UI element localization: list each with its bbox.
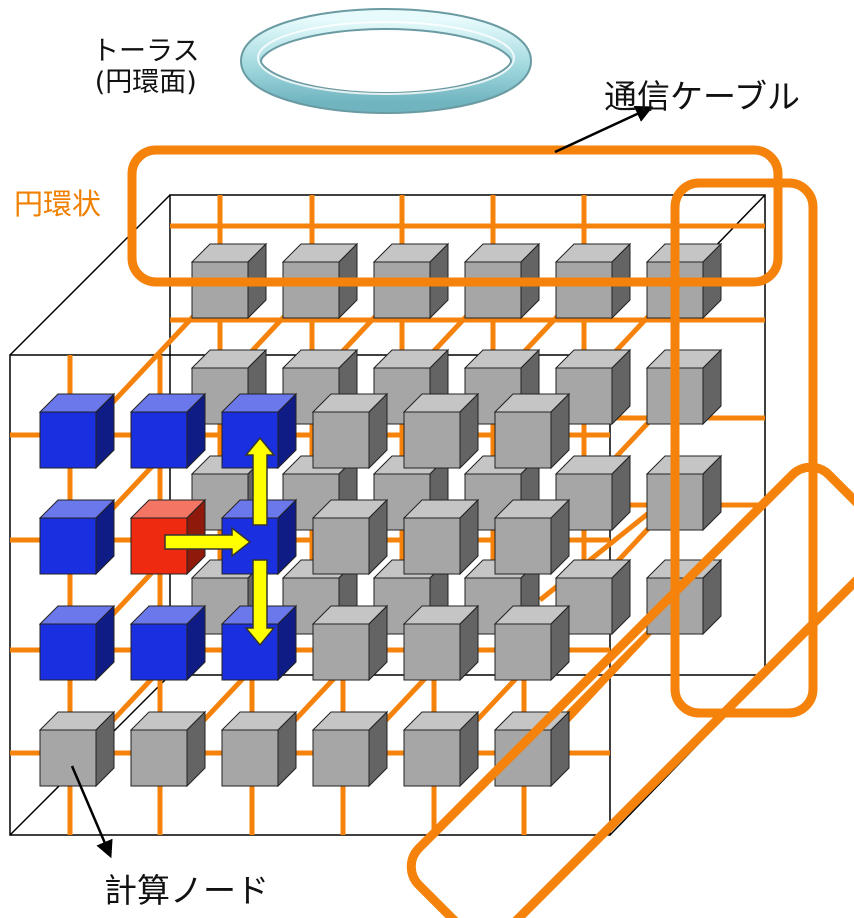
node-front-face bbox=[403, 411, 461, 469]
compute-node bbox=[129, 392, 207, 470]
node-front-face bbox=[403, 623, 461, 681]
compute-node bbox=[645, 558, 723, 636]
compute-node bbox=[463, 242, 541, 320]
node-front-face bbox=[312, 623, 370, 681]
torus-icon bbox=[240, 8, 532, 114]
node-front-face bbox=[494, 623, 552, 681]
compute-node bbox=[402, 498, 480, 576]
torus-label-line1: トーラス bbox=[92, 36, 200, 67]
ring-label: 円環状 bbox=[14, 187, 102, 221]
cable-label: 通信ケーブル bbox=[604, 77, 801, 116]
compute-node bbox=[645, 348, 723, 426]
compute-node bbox=[372, 242, 450, 320]
routing-arrows bbox=[164, 436, 276, 647]
compute-node bbox=[554, 348, 632, 426]
node-label: 計算ノード bbox=[104, 871, 269, 910]
node-front-face bbox=[39, 517, 97, 575]
compute-nodes bbox=[38, 242, 723, 788]
compute-node bbox=[129, 604, 207, 682]
node-front-face bbox=[494, 517, 552, 575]
compute-node bbox=[311, 604, 389, 682]
compute-node bbox=[402, 604, 480, 682]
compute-node bbox=[493, 392, 571, 470]
node-front-face bbox=[130, 623, 188, 681]
node-front-face bbox=[221, 411, 279, 469]
node-pointer-arrow bbox=[70, 765, 113, 859]
ring-loop-diagonal bbox=[406, 462, 854, 918]
node-front-face bbox=[312, 729, 370, 787]
compute-node bbox=[493, 498, 571, 576]
node-front-face bbox=[221, 729, 279, 787]
node-front-face bbox=[282, 261, 340, 319]
ring-loop-top bbox=[127, 145, 783, 287]
ring-cable-loops bbox=[127, 145, 854, 918]
arrow-down bbox=[244, 559, 276, 647]
compute-node bbox=[493, 604, 571, 682]
torus-label-line2: (円環面) bbox=[94, 67, 197, 99]
compute-node bbox=[311, 392, 389, 470]
compute-node bbox=[38, 498, 116, 576]
node-front-face bbox=[494, 411, 552, 469]
node-front-face bbox=[39, 729, 97, 787]
compute-node bbox=[281, 242, 359, 320]
node-front-face bbox=[373, 261, 431, 319]
compute-node bbox=[311, 498, 389, 576]
node-front-face bbox=[130, 411, 188, 469]
compute-node bbox=[38, 604, 116, 682]
node-front-face bbox=[39, 411, 97, 469]
compute-node bbox=[129, 710, 207, 788]
compute-node bbox=[220, 710, 298, 788]
node-front-face bbox=[312, 411, 370, 469]
node-front-face bbox=[312, 517, 370, 575]
cable-pointer-arrow bbox=[554, 105, 654, 154]
compute-node bbox=[402, 392, 480, 470]
node-front-face bbox=[555, 261, 613, 319]
compute-node bbox=[311, 710, 389, 788]
node-front-face bbox=[464, 261, 522, 319]
ring-loop-right bbox=[670, 178, 818, 718]
arrow-right bbox=[164, 526, 252, 558]
node-front-face bbox=[191, 261, 249, 319]
compute-node bbox=[220, 392, 298, 470]
compute-node bbox=[38, 710, 116, 788]
compute-node bbox=[402, 710, 480, 788]
arrow-up bbox=[244, 436, 276, 526]
node-front-face bbox=[403, 517, 461, 575]
compute-node bbox=[38, 392, 116, 470]
node-front-face bbox=[39, 623, 97, 681]
torus-label: トーラス (円環面) bbox=[92, 36, 199, 98]
compute-node bbox=[645, 454, 723, 532]
compute-node bbox=[493, 710, 571, 788]
node-front-face bbox=[403, 729, 461, 787]
node-front-face bbox=[130, 729, 188, 787]
